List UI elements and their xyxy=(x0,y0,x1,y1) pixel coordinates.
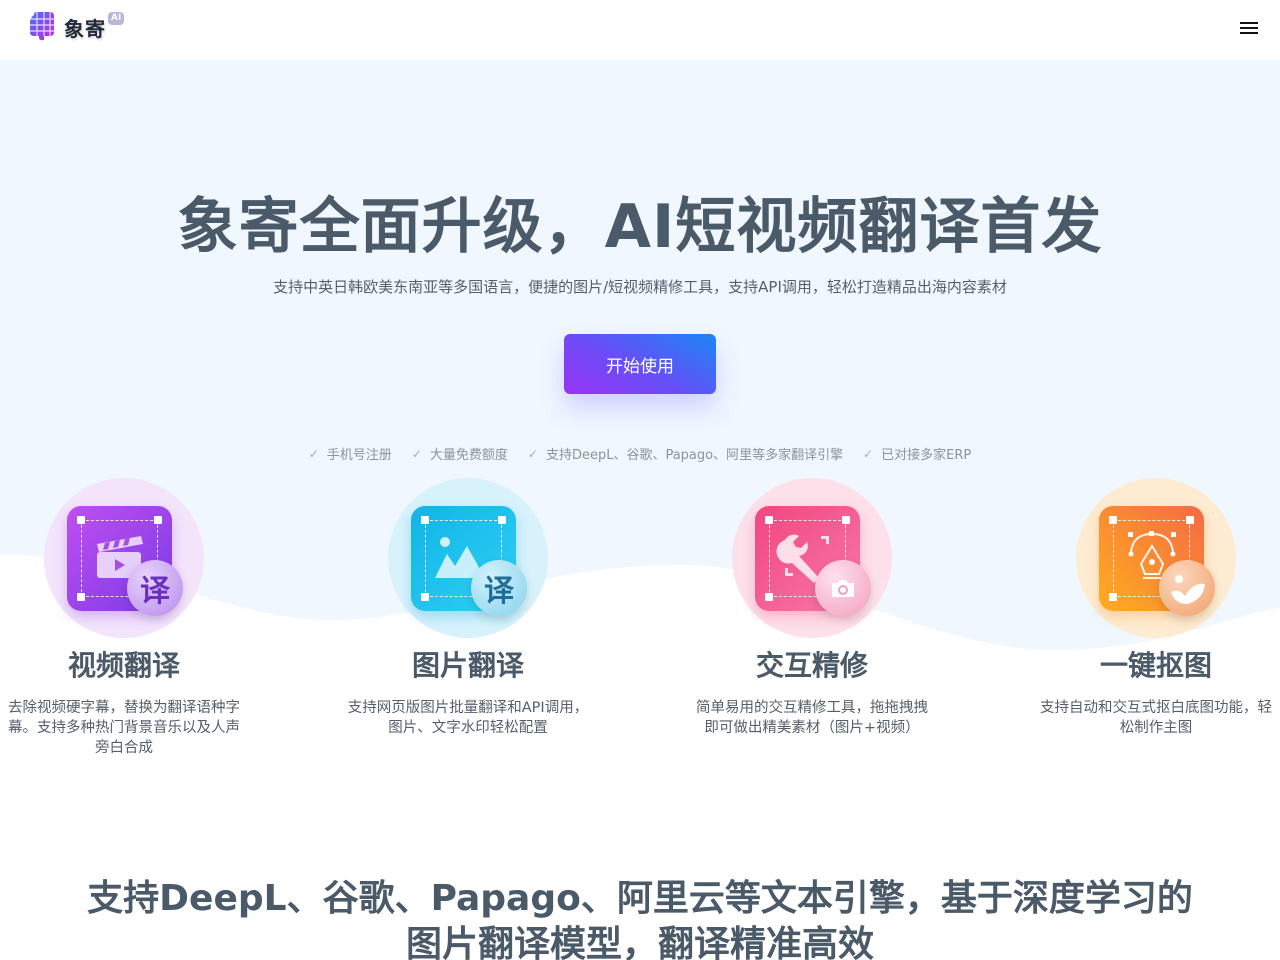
logo-ai-badge: AI xyxy=(108,12,125,25)
start-using-button[interactable]: 开始使用 xyxy=(564,334,716,394)
perks-list: ✓ 手机号注册 ✓ 大量免费额度 ✓ 支持DeepL、谷歌、Papago、阿里等… xyxy=(0,444,1280,464)
section-heading-line1: 支持DeepL、谷歌、Papago、阿里云等文本引擎，基于深度学习的 xyxy=(87,878,1193,919)
check-icon: ✓ xyxy=(863,446,874,461)
hero-subtitle: 支持中英日韩欧美东南亚等多国语言，便捷的图片/短视频精修工具，支持API调用，轻… xyxy=(273,278,1007,296)
pen-tool-icon xyxy=(1128,531,1176,579)
perk-item: ✓ 大量免费额度 xyxy=(411,444,508,464)
feature-description: 简单易用的交互精修工具，拖拖拽拽即可做出精美素材（图片+视频） xyxy=(696,700,928,736)
perk-label: 大量免费额度 xyxy=(429,448,508,463)
feature-title: 交互精修 xyxy=(755,649,868,682)
check-icon: ✓ xyxy=(411,446,422,461)
check-icon: ✓ xyxy=(527,446,538,461)
perk-label: 手机号注册 xyxy=(326,448,392,463)
clapperboard-play-icon xyxy=(97,536,143,578)
logo-grid-icon xyxy=(30,12,54,41)
image-check-badge-icon xyxy=(1159,560,1215,616)
perk-label: 支持DeepL、谷歌、Papago、阿里等多家翻译引擎 xyxy=(545,448,844,463)
logo[interactable]: 象寄 AI xyxy=(28,10,125,42)
perk-item: ✓ 已对接多家ERP xyxy=(863,444,972,464)
perk-label: 已对接多家ERP xyxy=(881,448,972,463)
image-translate-icon xyxy=(411,506,516,611)
feature-title: 一键抠图 xyxy=(1099,649,1212,682)
engines-section-heading: 支持DeepL、谷歌、Papago、阿里云等文本引擎，基于深度学习的 图片翻译模… xyxy=(0,876,1280,960)
translate-badge: 译 xyxy=(127,560,183,616)
hamburger-menu-icon[interactable] xyxy=(1240,20,1260,38)
check-icon: ✓ xyxy=(308,446,319,461)
feature-description: 支持自动和交互式抠白底图功能，轻松制作主图 xyxy=(1040,700,1272,736)
logo-text: 象寄 xyxy=(64,17,106,41)
features-row: 译 视频翻译 去除视频硬字幕，替换为翻译语种字幕。支持多种热门背景音乐以及人声旁… xyxy=(0,478,1280,778)
section-heading-line2: 图片翻译模型，翻译精准高效 xyxy=(405,924,874,960)
translate-badge: 译 xyxy=(471,560,527,616)
feature-title: 视频翻译 xyxy=(67,649,180,682)
feature-title: 图片翻译 xyxy=(411,649,524,682)
wave-decoration xyxy=(0,554,1280,780)
wrench-icon xyxy=(776,534,829,583)
video-translate-icon xyxy=(67,506,172,611)
hero-title: 象寄全面升级，AI短视频翻译首发 xyxy=(177,192,1103,262)
mountain-image-icon xyxy=(435,537,485,578)
feature-description: 支持网页版图片批量翻译和API调用，图片、文字水印轻松配置 xyxy=(347,700,589,736)
camera-badge-icon xyxy=(815,560,871,616)
perk-item: ✓ 支持DeepL、谷歌、Papago、阿里等多家翻译引擎 xyxy=(527,444,844,464)
perk-item: ✓ 手机号注册 xyxy=(308,444,392,464)
top-nav: 象寄 AI xyxy=(0,0,1280,60)
feature-description: 去除视频硬字幕，替换为翻译语种字幕。支持多种热门背景音乐以及人声旁白合成 xyxy=(8,700,240,756)
